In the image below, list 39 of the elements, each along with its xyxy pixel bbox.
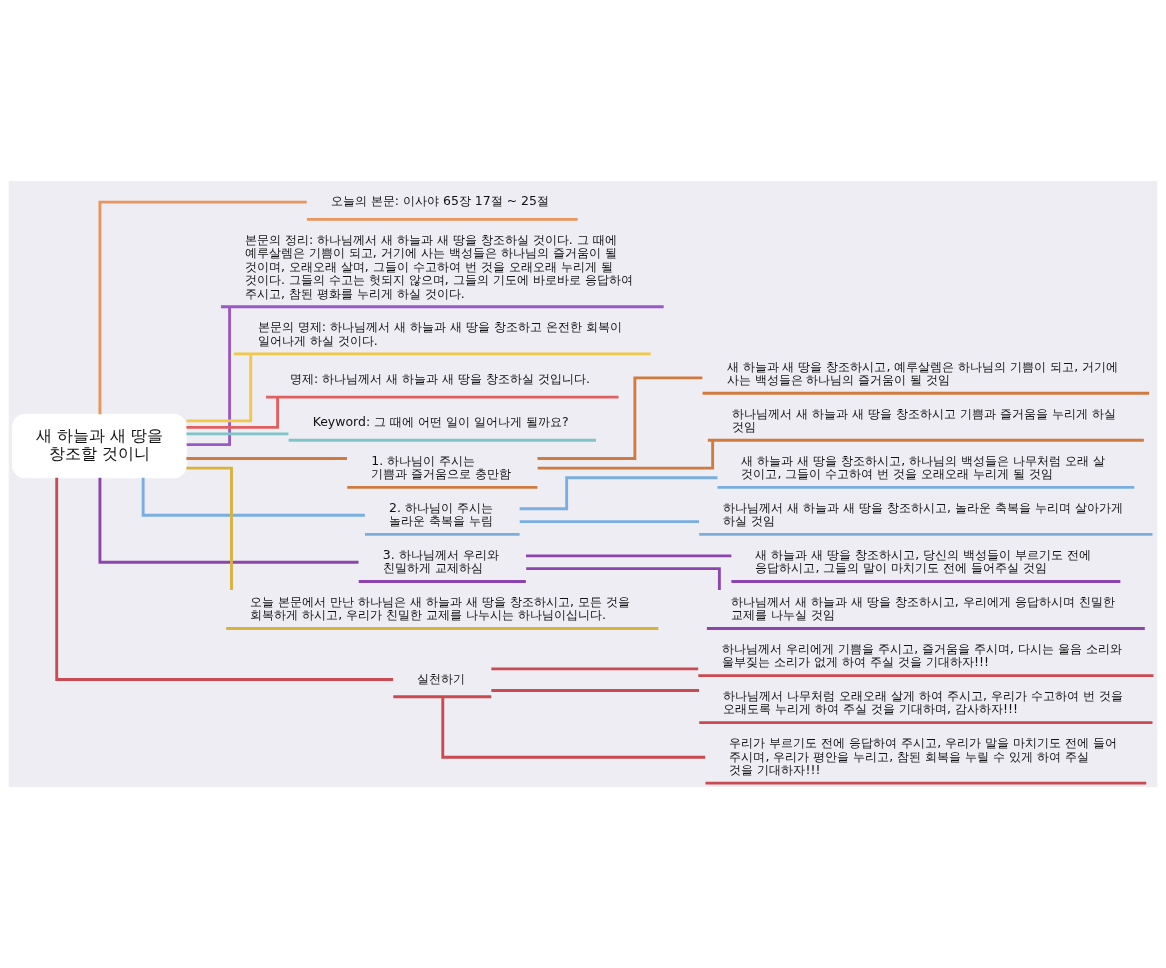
connector — [519, 476, 718, 511]
node-text: 본문의 명제: 하나님께서 새 하늘과 새 땅을 창조하고 온전한 회복이 일어나게 하실 것이다. — [257, 319, 622, 348]
connector — [186, 432, 289, 436]
node-text: 하나님께서 새 하늘과 새 땅을 창조하시고 기쁨과 즐거움을 누리게 하실 것임 — [731, 405, 1116, 435]
node-text: 3. 하나님께서 우리와 친밀하게 교제하심 — [382, 546, 499, 576]
connector — [55, 477, 394, 681]
node-box: 새 하늘과 새 땅을 창조할 것이니 — [12, 413, 187, 479]
node-text: 하나님께서 나무처럼 오래오래 살게 하여 주시고, 우리가 수고하여 번 것을 오래도록 누리게 하여 주실 것을 기대하며, 감사하자!!! — [723, 687, 1123, 717]
node-text: 본문의 정리: 하나님께서 새 하늘과 새 땅을 창조하실 것이다. 그 때에 예루살렘은 기쁨이 되고, 거기에 사는 백성들은 하나님의 즐거움이 될 것이며, 오래오래 살며, 그들이 수고하여 번 것을 오래오래 누리게 될 것이다. 그들의 수고는 헛되지 않으며, 그들의 기도에 바로바로 응답하여 주시고, 참된 평화를 누리게 하실 것이다. — [244, 231, 633, 301]
connector — [186, 307, 231, 447]
node-text: 우리가 부르기도 전에 응답하여 주시고, 우리가 말을 마치기도 전에 들어 주시며, 우리가 평안을 누리고, 참된 회복을 누릴 수 있게 하여 주실 것을 기대하자!!! — [729, 735, 1118, 777]
node-text: 하나님께서 새 하늘과 새 땅을 창조하시고, 우리에게 응답하시며 친밀한 교제를 나누실 것임 — [730, 593, 1115, 623]
connector — [98, 477, 359, 564]
connector — [537, 376, 703, 460]
connector — [526, 567, 721, 590]
node-text: Keyword: 그 때에 어떤 일이 일어나게 될까요? — [312, 414, 569, 430]
connector — [519, 520, 700, 524]
node-text: 2. 하나님이 주시는 놀라운 축복을 누림 — [389, 499, 493, 529]
connector — [186, 354, 253, 423]
node-text: 1. 하나님이 주시는 기쁨과 즐거움으로 충만함 — [371, 452, 512, 482]
connector — [441, 697, 706, 759]
node-text: 새 하늘과 새 땅을 창조하시고, 예루살렘은 하나님의 기쁨이 되고, 거기에 사는 백성들은 하나님의 즐거움이 될 것임 — [726, 358, 1119, 388]
connector — [186, 466, 233, 590]
node-text: 새 하늘과 새 땅을 창조하시고, 하나님의 백성들은 나무처럼 오래 살 것이고, 그들이 수고하여 번 것을 오래오래 누리게 될 것임 — [741, 452, 1106, 482]
connector — [186, 397, 280, 429]
connector — [186, 457, 347, 460]
connector — [491, 667, 699, 671]
connector — [141, 477, 365, 517]
node-text: 하나님께서 새 하늘과 새 땅을 창조하시고, 놀라운 축복을 누리며 살아가게 하실 것임 — [723, 499, 1123, 529]
connector — [98, 200, 307, 415]
node-text: 오늘의 본문: 이사야 65장 17절 ~ 25절 — [330, 193, 549, 209]
node-text: 오늘 본문에서 만난 하나님은 새 하늘과 새 땅을 창조하시고, 모든 것을 회복하게 하시고, 우리가 친밀한 교제를 나누시는 하나님이십니다. — [250, 593, 630, 623]
node-text: 명제: 하나님께서 새 하늘과 새 땅을 창조하실 것입니다. — [290, 371, 591, 387]
node-text: 실천하기 — [417, 670, 466, 686]
node-text: 하나님께서 우리에게 기쁨을 주시고, 즐거움을 주시며, 다시는 울음 소리와 울부짖는 소리가 없게 하여 주실 것을 기대하자!!! — [722, 640, 1122, 670]
connector — [491, 689, 700, 692]
node-text: 새 하늘과 새 땅을 창조하시고, 당신의 백성들이 부르기도 전에 응답하시고, 그들의 말이 마치기도 전에 들어주실 것임 — [755, 546, 1092, 576]
connector — [537, 440, 715, 470]
connector — [526, 554, 732, 558]
